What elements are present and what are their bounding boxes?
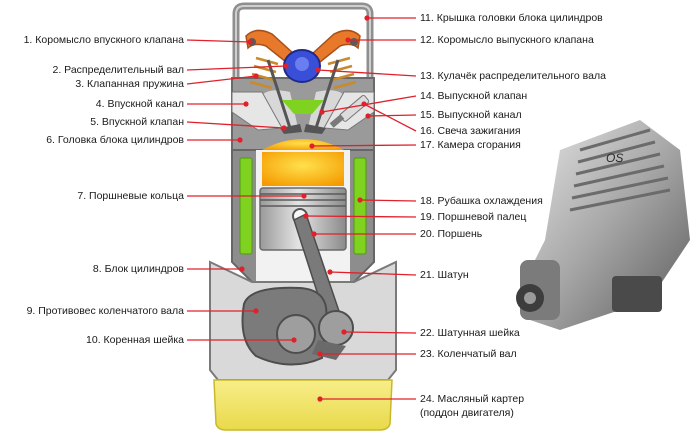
label-counterweight: 9. Противовес коленчатого вала xyxy=(26,305,184,317)
leader-19 xyxy=(305,215,417,218)
label-connecting-rod: 21. Шатун xyxy=(420,269,469,281)
leader-4-dot xyxy=(243,101,249,107)
leader-23-dot xyxy=(317,351,323,357)
leader-17-dot xyxy=(309,143,315,149)
label-camshaft: 2. Распределительный вал xyxy=(52,64,185,76)
label-exhaust-port: 15. Выпускной канал xyxy=(420,109,522,121)
combustion-chamber xyxy=(262,152,344,186)
label-crankshaft: 23. Коленчатый вал xyxy=(420,348,517,360)
leader-6-dot xyxy=(237,137,243,143)
leader-5 xyxy=(186,121,285,129)
leader-16 xyxy=(363,103,417,132)
leader-24-dot xyxy=(317,396,323,402)
leader-18 xyxy=(359,199,417,202)
label-cam-lobe: 13. Кулачёк распределительного вала xyxy=(420,70,606,82)
leader-14 xyxy=(321,95,417,113)
spark-plug xyxy=(329,94,370,128)
leader-13-dot xyxy=(315,67,321,73)
leader-1-dot xyxy=(247,39,253,45)
intake-valve xyxy=(266,59,302,134)
cooling-jacket-left xyxy=(239,157,253,255)
label-intake-valve: 5. Впускной клапан xyxy=(90,116,184,128)
label-oil-pan-subtitle: (поддон двигателя) xyxy=(420,407,514,419)
leader-3-dot xyxy=(253,73,259,79)
label-combustion-chamber: 17. Камера сгорания xyxy=(420,139,521,151)
label-cooling-jacket: 18. Рубашка охлаждения xyxy=(420,195,543,207)
label-valve-spring: 3. Клапанная пружина xyxy=(75,78,184,90)
leader-3 xyxy=(186,75,257,85)
leader-15-dot xyxy=(365,113,371,119)
crankpin xyxy=(318,310,354,346)
label-leader-lines xyxy=(186,15,417,402)
leader-20-dot xyxy=(311,231,317,237)
leader-18-dot xyxy=(357,197,363,203)
intake-port xyxy=(231,91,283,131)
cooling-jacket-right xyxy=(353,157,367,255)
leader-2-dot xyxy=(283,63,289,69)
leader-21-dot xyxy=(327,269,333,275)
leader-21 xyxy=(329,271,417,276)
leader-10-dot xyxy=(291,337,297,343)
leader-2 xyxy=(186,65,287,71)
label-oil-pan: 24. Масляный картер xyxy=(420,393,525,405)
leader-9-dot xyxy=(253,308,259,314)
label-intake-port: 4. Впускной канал xyxy=(95,98,184,110)
label-valve-cover: 11. Крышка головки блока цилиндров xyxy=(420,12,603,24)
main-journal xyxy=(276,314,316,354)
leader-12-dot xyxy=(345,37,351,43)
engine-photo-badge: OS xyxy=(606,151,623,165)
leader-22 xyxy=(343,331,417,334)
label-piston-pin: 19. Поршневой палец xyxy=(420,211,527,223)
leader-5-dot xyxy=(281,125,287,131)
leader-16-dot xyxy=(361,101,367,107)
label-intake-rocker: 1. Коромысло впускного клапана xyxy=(23,34,184,46)
leader-1 xyxy=(186,39,251,43)
leader-19-dot xyxy=(303,213,309,219)
label-exhaust-rocker: 12. Коромысло выпускного клапана xyxy=(420,34,594,46)
label-spark-plug: 16. Свеча зажигания xyxy=(420,125,521,137)
label-exhaust-valve: 14. Выпускной клапан xyxy=(420,90,528,102)
leader-7-dot xyxy=(301,193,307,199)
exhaust-rocker xyxy=(310,29,361,64)
leader-11-dot xyxy=(364,15,370,21)
oil-pan xyxy=(213,379,393,431)
leader-8-dot xyxy=(239,266,245,272)
leader-13 xyxy=(317,69,417,77)
leader-15 xyxy=(367,114,417,117)
leader-14-dot xyxy=(319,109,325,115)
label-piston: 20. Поршень xyxy=(420,228,483,240)
label-piston-rings: 7. Поршневые кольца xyxy=(77,190,184,202)
leader-17 xyxy=(311,144,417,147)
label-cylinder-block: 8. Блок цилиндров xyxy=(92,263,184,275)
camshaft xyxy=(295,57,309,71)
leader-22-dot xyxy=(341,329,347,335)
label-cylinder-head: 6. Головка блока цилиндров xyxy=(46,134,184,146)
engine-photo: OS xyxy=(516,120,690,330)
label-crankpin: 22. Шатунная шейка xyxy=(420,327,520,339)
label-main-journal: 10. Коренная шейка xyxy=(86,334,184,346)
